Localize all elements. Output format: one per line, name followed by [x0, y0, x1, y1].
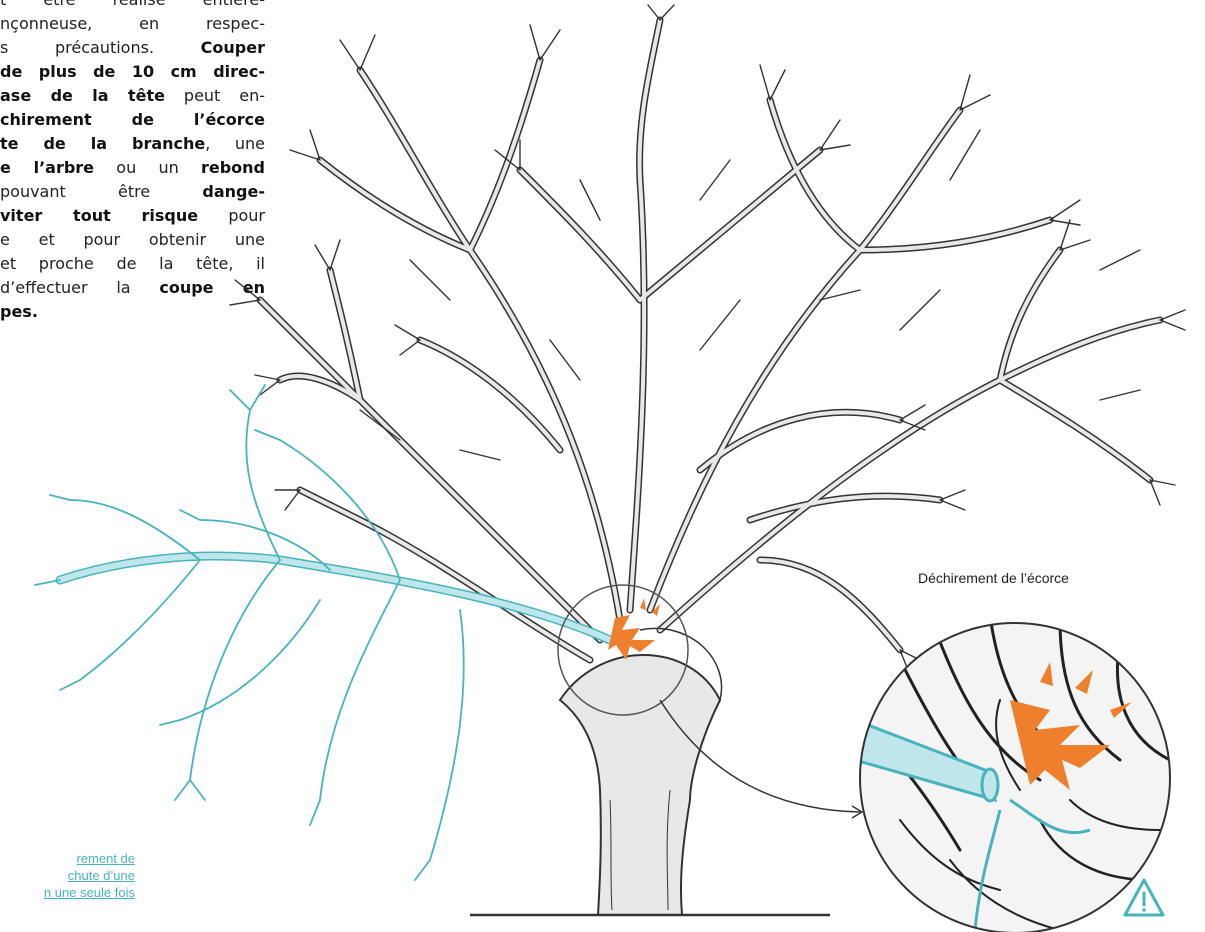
cut-branch-caption-line: n une seule fois: [0, 884, 135, 901]
cut-branch: [35, 385, 610, 880]
tree-trunk: [470, 628, 830, 915]
zoom-caption: Déchirement de l’écorce: [918, 570, 1069, 586]
cut-branch-caption: rement de chute d’une n une seule fois: [0, 850, 135, 901]
cut-branch-caption-line: chute d’une: [0, 867, 135, 884]
cut-branch-caption-line: rement de: [0, 850, 135, 867]
warning-triangle-icon: [1125, 880, 1163, 915]
zoom-detail: [855, 615, 1180, 932]
